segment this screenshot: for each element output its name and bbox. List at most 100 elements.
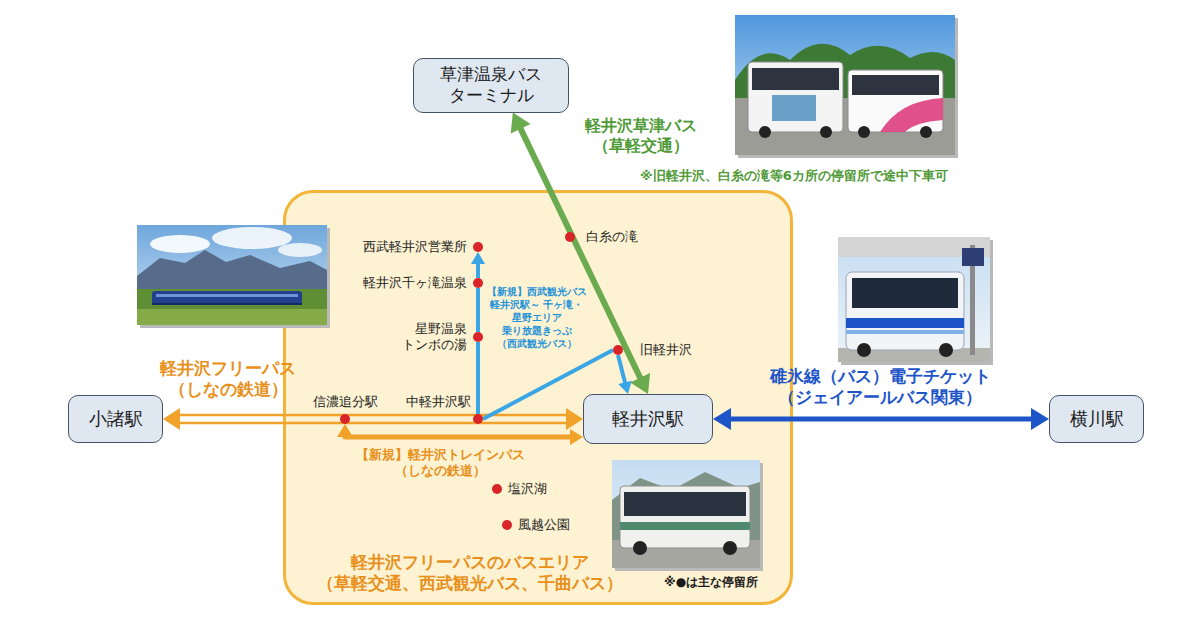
bus-photo: [735, 15, 955, 155]
bus-photo: [633, 541, 647, 555]
train-photo: [137, 225, 330, 328]
route-line: [618, 355, 632, 394]
arrow-head: [1031, 408, 1049, 430]
station-box: 横川駅: [1049, 395, 1144, 443]
bus-stop-dot: 白糸の滝: [565, 232, 575, 242]
route-name: 軽井沢フリーパス （しなの鉄道）: [159, 358, 298, 401]
arrow-head: [570, 429, 583, 445]
bus-stop-dot: 風越公園: [502, 520, 512, 530]
route-name: 軽井沢草津バス （草軽交通）: [584, 116, 699, 156]
route-line: [483, 350, 613, 419]
box-label: 草津温泉バス ターミナル: [439, 64, 544, 107]
bus-photo: [858, 126, 870, 138]
train-photo: [212, 227, 292, 249]
route-line: [713, 408, 1049, 430]
train-photo: [150, 235, 210, 253]
route-line: [175, 422, 571, 425]
train-photo: [278, 243, 322, 257]
route-line: [478, 342, 479, 414]
station-box: 小諸駅: [68, 395, 163, 443]
arrow-head: [163, 408, 180, 430]
arrow-head: [471, 252, 485, 264]
bus-photo: [624, 492, 746, 516]
bus-photo: [852, 75, 939, 95]
bus-photo: [857, 343, 871, 357]
train-photo: [137, 309, 327, 325]
train-photo: [152, 291, 302, 305]
bus-stop-dot: 軽井沢千ヶ滝温泉: [473, 278, 483, 288]
route-line: [476, 288, 480, 332]
bus-stop-dot: 信濃追分駅: [340, 414, 350, 424]
bus-photo: [612, 460, 760, 568]
route-line: [476, 342, 480, 414]
route-line: [483, 350, 613, 419]
train-photo: [137, 225, 327, 325]
bus-stop-dot: 中軽井沢駅: [473, 414, 483, 424]
arrow-head: [337, 424, 353, 437]
box-label: 軽井沢駅: [612, 408, 684, 431]
bus-photo: [772, 95, 816, 121]
bus-photo: [846, 318, 964, 328]
arrow-head: [713, 408, 731, 430]
box-label: 横川駅: [1070, 408, 1124, 431]
bus-stop-dot: 塩沢湖: [492, 484, 502, 494]
bus-photo: [752, 68, 839, 90]
bus-photo: [846, 272, 964, 350]
note-text: ※●は主な停留所: [664, 575, 758, 590]
train-photo: [137, 250, 327, 292]
bus-photo: [735, 15, 958, 158]
train-photo: [156, 294, 298, 297]
arrow-head: [630, 373, 650, 394]
bus-photo: [920, 126, 932, 138]
stop-name: 軽井沢千ヶ滝温泉: [363, 275, 467, 291]
bus-photo: [838, 237, 990, 362]
train-photo: [152, 303, 302, 305]
bus-photo: [723, 541, 737, 555]
bus-photo: [848, 70, 943, 132]
arrow-head: [618, 381, 632, 394]
stop-name: 西武軽井沢営業所: [363, 239, 467, 255]
bus-photo: [880, 98, 943, 132]
stop-name: 風越公園: [518, 517, 570, 533]
stop-name: 白糸の滝: [586, 229, 638, 245]
bus-photo: [612, 460, 763, 571]
bus-photo: [759, 126, 771, 138]
route-line: [345, 433, 574, 437]
bus-photo: [838, 237, 993, 365]
terminal-box: 草津温泉バス ターミナル: [413, 58, 569, 113]
bus-stop-dot: 西武軽井沢営業所: [473, 242, 483, 252]
route-line: [618, 355, 626, 386]
arrow-head: [566, 408, 583, 430]
bus-photo: [852, 278, 958, 308]
route-line: [478, 288, 479, 332]
station-box: 軽井沢駅: [583, 394, 713, 444]
arrow-head: [511, 113, 531, 134]
bus-photo: [962, 248, 984, 266]
bus-photo: [939, 343, 953, 357]
note-text: ※旧軽井沢、白糸の滝等6カ所の停留所で途中下車可: [640, 168, 948, 184]
stop-name: 旧軽井沢: [640, 342, 692, 358]
bus-stop-dot: 星野温泉 トンボの湯: [473, 332, 483, 342]
box-label: 小諸駅: [89, 408, 143, 431]
route-line: [163, 408, 583, 430]
bus-stop-dot: 旧軽井沢: [613, 345, 623, 355]
route-name: 【新規】軽井沢トレインパス （しなの鉄道）: [354, 447, 526, 480]
ticket-name: 【新規】西武観光バス 軽井沢駅～ 千ヶ滝・星野エリア 乗り放題きっぷ （西武観光…: [485, 285, 588, 350]
area-title: 軽井沢フリーパスのバスエリア （草軽交通、西武観光バス、千曲バス）: [316, 552, 625, 595]
bus-photo: [620, 522, 750, 530]
stop-name: 星野温泉 トンボの湯: [399, 321, 467, 354]
train-photo: [137, 289, 327, 325]
route-line: [337, 424, 583, 445]
route-name: 碓氷線（バス）電子チケット （ジェイアールバス関東）: [768, 366, 992, 409]
stop-name: 信濃追分駅: [313, 394, 378, 410]
bus-photo: [846, 330, 964, 334]
bus-photo: [620, 486, 750, 548]
stop-name: 塩沢湖: [508, 481, 547, 497]
route-line: [726, 417, 1037, 422]
bus-photo: [748, 62, 843, 132]
